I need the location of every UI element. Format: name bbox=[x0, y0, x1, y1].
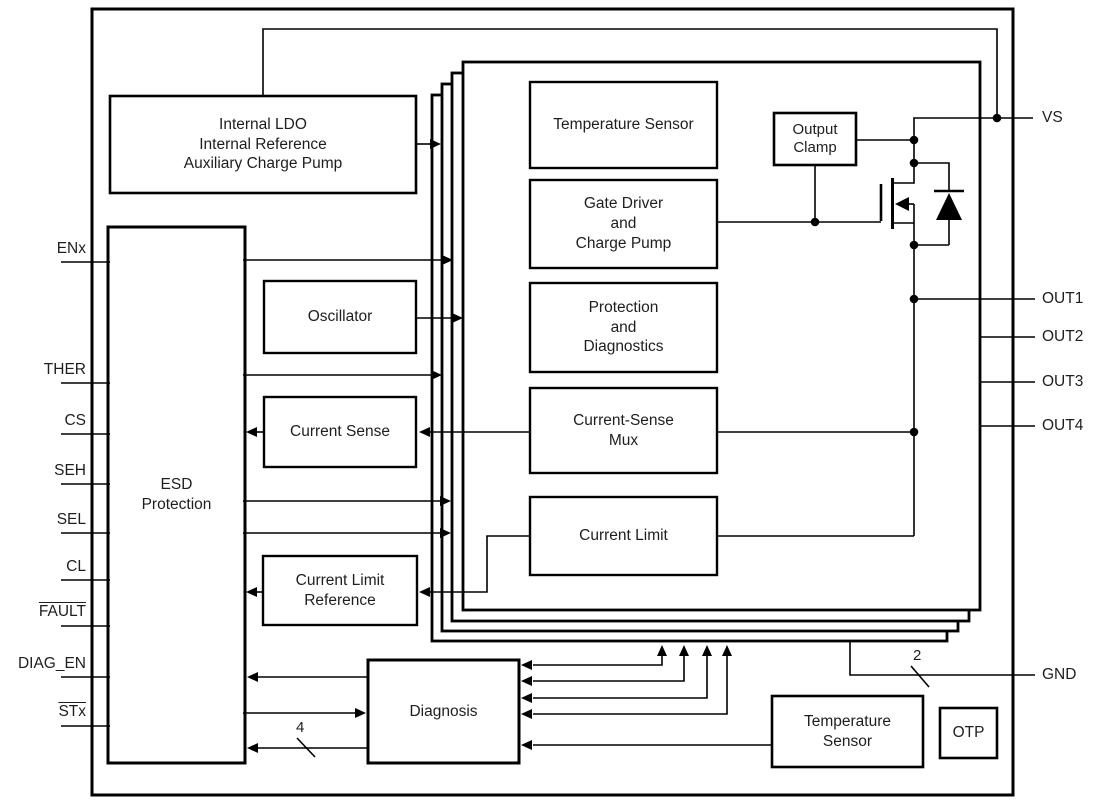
arrowheads bbox=[246, 113, 1002, 753]
pin-cl: CL bbox=[66, 558, 86, 575]
esd-box bbox=[106, 225, 247, 765]
pin-out1: OUT1 bbox=[1042, 290, 1084, 307]
gnd-bus-width-label: 2 bbox=[913, 647, 922, 664]
temp-sensor-box bbox=[770, 694, 925, 769]
otp-box bbox=[938, 706, 999, 760]
current-sense-box bbox=[262, 395, 418, 469]
output-clamp-box bbox=[772, 111, 858, 167]
pin-diag-en: DIAG_EN bbox=[17, 655, 86, 672]
pin-gnd: GND bbox=[1042, 666, 1077, 683]
current-limit-box bbox=[528, 495, 719, 577]
gate-driver-box bbox=[528, 178, 719, 270]
pin-out2: OUT2 bbox=[1042, 328, 1084, 345]
pin-enx: ENx bbox=[56, 240, 86, 257]
protection-diagnostics-box bbox=[528, 281, 719, 374]
temp-sensor-channel-box bbox=[528, 80, 719, 170]
pin-fault: FAULT bbox=[38, 603, 86, 620]
pin-ther: THER bbox=[43, 361, 86, 378]
pin-seh: SEH bbox=[54, 462, 86, 479]
diagnosis-box bbox=[366, 658, 521, 765]
pin-out3: OUT3 bbox=[1042, 373, 1084, 390]
stx-bus-width-label: 4 bbox=[296, 719, 305, 736]
ldo-box bbox=[108, 94, 418, 195]
cs-mux-box bbox=[528, 386, 719, 475]
pin-cs: CS bbox=[64, 412, 86, 429]
pin-vs: VS bbox=[1042, 109, 1063, 126]
wires bbox=[61, 28, 1035, 758]
current-limit-ref-box bbox=[261, 554, 419, 627]
pin-stx: STx bbox=[58, 703, 86, 720]
oscillator-box bbox=[262, 279, 418, 355]
pin-sel: SEL bbox=[56, 511, 86, 528]
pin-out4: OUT4 bbox=[1042, 417, 1084, 434]
